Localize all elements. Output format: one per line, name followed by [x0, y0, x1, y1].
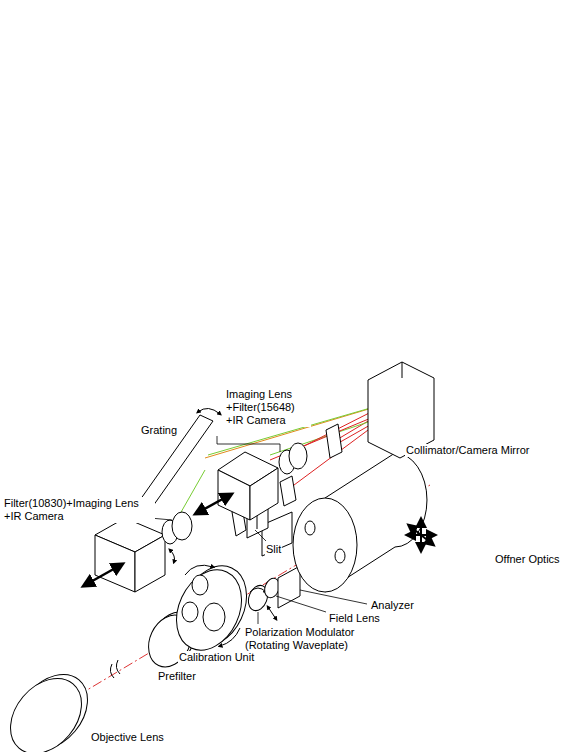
part-label: Objective Lens — [90, 731, 165, 744]
part-label: Slit — [265, 543, 282, 556]
part-label: Filter(10830)+Imaging Lens +IR Camera — [3, 497, 155, 523]
part-label: Collimator/Camera Mirror — [405, 444, 530, 457]
part-label: Polarization Modulator (Rotating Wavepla… — [244, 626, 374, 652]
part-label: Imaging Lens +Filter(15648) +IR Camera — [225, 388, 311, 427]
part-label: Prefilter — [157, 670, 197, 683]
part-label: Offner Optics — [494, 553, 561, 566]
part-label: Field Lens — [328, 612, 381, 625]
part-label: Calibration Unit — [178, 651, 255, 664]
part-label: Analyzer — [370, 599, 415, 612]
part-label: Grating — [140, 424, 178, 437]
